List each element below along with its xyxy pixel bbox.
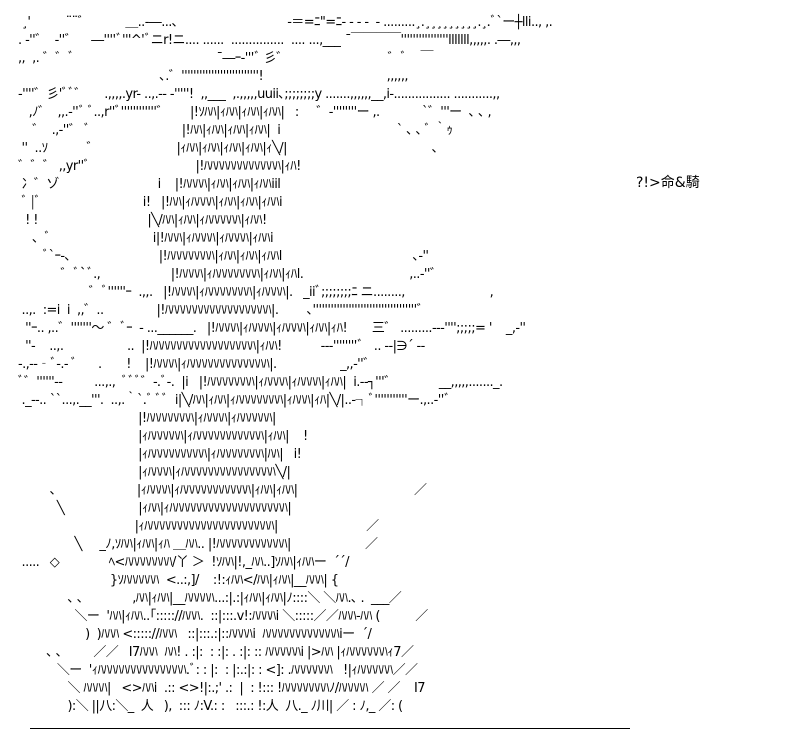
ascii-art-line: ＼ー 'ｨﾊﾊﾊﾊﾊﾊﾊﾊﾊﾊﾊﾊﾊﾊﾊ.ﾞ: : |: : |:.:|: : …	[18, 663, 418, 678]
ascii-art-line: |ｨﾊﾊﾊﾊﾊﾊﾊﾊﾊﾊﾊﾊﾊﾊﾊﾊﾊﾊﾊﾊﾊﾊ| ／	[18, 519, 380, 534]
ascii-art-line: ﾞ`ｰ-､ |!ﾊﾊﾊﾊﾊﾊﾊﾊ|ｨﾊﾊ|ｨﾊﾊ|ｨﾊﾊl ､-''	[18, 249, 429, 264]
ascii-art-line: ､ ﾞ i|!ﾊﾊﾊ|ｨﾊﾊﾊﾊ|ｨﾊﾊﾊﾊ|ｨﾊﾊi	[18, 231, 273, 246]
ascii-art-line: ╲ |ｨﾊﾊ|ｨﾊﾊﾊﾊﾊﾊﾊﾊﾊﾊﾊﾊﾊﾊﾊﾊﾊﾊﾊﾊ|	[18, 501, 292, 516]
art-caption-text: ?!>命&騎	[636, 175, 700, 191]
ascii-art-line: |ｨﾊﾊﾊﾊﾊﾊﾊﾊﾊﾊ|ｨﾊﾊﾊﾊﾊﾊﾊﾊ|ﾊﾊ| i!	[18, 447, 302, 462]
ascii-art-line: ''- ..,. .. |!ﾊﾊﾊﾊﾊﾊﾊﾊﾊﾊﾊﾊﾊﾊﾊﾊﾊﾊ|ｨﾊﾊ! --…	[18, 339, 425, 354]
ascii-art-line: ､ ､ ／／ I7ﾊﾊﾊ ﾊﾊ! . :|: : :|: . :|: :: ﾊﾊ…	[18, 645, 414, 660]
ascii-art-line: ! ! |╲/ﾊﾊ|ｨﾊﾊ|ｨﾊﾊﾊﾊﾊﾊ|ｨﾊﾊ!	[18, 213, 267, 228]
ascii-art-line: |ｨﾊﾊﾊﾊﾊﾊ|ｨﾊﾊﾊﾊﾊﾊﾊﾊﾊﾊﾊﾊ|ｨﾊﾊ| !	[18, 429, 308, 444]
ascii-art-line: -''''゛彡'ﾞﾞ゛ .,,,,.yr- ..,.-- ‐'''''! ,,_…	[18, 87, 500, 102]
ascii-art-line: ﾞ |ﾞ i! |!ﾊﾊ|ｨﾊﾊﾊﾊ|ｨﾊﾊ|ｨﾊﾊ|ｨﾊﾊi	[18, 195, 283, 210]
ascii-art-line: |!ﾊﾊﾊﾊﾊﾊﾊﾊ|ｨﾊﾊﾊﾊ|ｨﾊﾊﾊﾊﾊﾊ|	[18, 411, 276, 426]
ascii-art-line: ,ﾉ゛ ,,.-''ﾞ ﾞ..,r''ﾞ''''''''''''゛ |!ｿﾊﾊ|…	[18, 105, 492, 120]
ascii-art-line: ゛ .,-''゛ ﾞ |!ﾊﾊ|ｨﾊﾊ|ｨﾊﾊ|ｨﾊﾊ| i ` ､ ､ ﾞ ｀…	[18, 123, 453, 138]
ascii-art-line: ゛゛゛ ,,yr''ﾞ |!ﾊﾊﾊﾊﾊﾊﾊﾊﾊﾊﾊﾊﾊ|ｨﾊ!	[18, 159, 301, 174]
ascii-art-line: ゛ﾞ''''''ｰ .,,. |!ﾊﾊﾊﾊ|ｨﾊﾊﾊﾊﾊﾊﾊﾊ|ｨﾊﾊﾊﾊ|. …	[18, 285, 494, 300]
ascii-art-line: -.,--‐ﾞ-.- ﾞ . ! |!ﾊﾊﾊﾊ|ｨﾊﾊﾊﾊﾊﾊﾊﾊﾊﾊﾊﾊﾊﾊ|…	[18, 357, 376, 372]
ascii-art-line: ):＼ ||八:＼_ 人 ), ::: ﾉ:V.: : :::.: !:人 八.…	[18, 699, 403, 714]
ascii-art-line: 冫゛ゾ i |!ﾊﾊﾊﾊ|ｨﾊﾊ|ｨﾊﾊ|ｨﾊﾊiil	[18, 177, 281, 192]
ascii-art-line: ､.゛''''''''''''''''''''''''''! ,,,,,,	[18, 69, 408, 84]
ascii-art-line: ''ｰ.. ,..゛'''''''～ ゛ﾞｰ ‐ ...______. |!ﾊﾊ…	[18, 321, 526, 336]
ascii-art-line: ゛ﾞ`ﾞ., |!ﾊﾊﾊﾊ|ｨﾊﾊﾊﾊﾊﾊﾊﾊ|ｨﾊﾊ|ｨﾊl. ,..-''゛	[18, 267, 443, 282]
ascii-art-line: ､ |ｨﾊﾊﾊﾊ|ｨﾊﾊﾊﾊﾊﾊﾊﾊﾊﾊﾊﾊ|ｨﾊﾊ|ｨﾊﾊ| ／	[18, 483, 427, 498]
ascii-art-line: ..... ◇ ﾍ<ﾊﾊﾊﾊﾊﾊﾊﾊ/丫 ＞ !ｿﾊﾊ|!,_ﾊﾊ..]ｿﾊﾊ|…	[18, 555, 350, 570]
ascii-art-line: }ｿﾊﾊﾊﾊﾊﾊ <..:,]/ :!:ｨﾊﾊ</ﾊﾊ|ｨﾊﾊ|__ﾊﾊﾊ| {	[18, 573, 339, 588]
ground-line	[30, 728, 630, 729]
ascii-art-line: ﾞ゛''''''-- ...,., ﾞﾞﾞ゛-.ﾞ-. |i |!ﾊﾊﾊﾊﾊﾊﾊ…	[18, 375, 503, 390]
ascii-art-line: |ｨﾊﾊﾊﾊ|ｨﾊﾊﾊﾊﾊﾊﾊﾊﾊﾊﾊﾊﾊﾊﾊﾊ╲/|	[18, 465, 291, 480]
ascii-art-line: . -''゛ ‐''゛ ―''''ﾞ'''^'ﾞニr!ニ.... ...... …	[18, 33, 521, 48]
ascii-art-tower-explosion: ¸' ¨¨゛ ＿..-―...､ -＝=ﾆ"=ﾆ- - - - - ......…	[18, 14, 553, 716]
ascii-art-line: '' ..ｿ ゛ |ｨﾊﾊ|ｨﾊﾊ|ｨﾊﾊ|ｨﾊﾊ|ｨ╲/| ､	[18, 141, 439, 156]
ascii-art-line: ＼ ﾊﾊﾊﾊ| <>ﾊﾊi .:: <>!|:.;' .: | : !::: !…	[18, 681, 425, 696]
ascii-art-line: ╲ _ﾉ,ｿﾊﾊ|ｨﾊﾊ|ｨﾊ ＿ﾊﾊ.. |!ﾊﾊﾊﾊﾊﾊﾊﾊﾊﾊﾊﾊ| ／	[18, 537, 378, 552]
ascii-art-line: ､ ､ ,ﾊﾊ|ｨﾊﾊ|__ﾊﾊﾊﾊﾊ...:|.:|ｨﾊﾊ|ｨﾊﾊ|ﾉ::::…	[18, 591, 402, 606]
ascii-art-line: ._--.. ``...,.__'''. ..,.｀`.ﾞ ﾞﾞ i|╲/ﾊﾊ|…	[18, 393, 451, 408]
ascii-art-line: ..,. :=i i ,,゛.. |!ﾊﾊﾊﾊﾊﾊﾊﾊﾊﾊﾊﾊﾊﾊﾊﾊﾊﾊ|. …	[18, 303, 430, 318]
ascii-art-line: ,, ,. ゛゛ﾞ ̄―ｰ‐'''ﾞ 彡゛ ゛ﾞ ￣	[18, 51, 434, 66]
ascii-art-line: ¸' ¨¨゛ ＿..-―...､ -＝=ﾆ"=ﾆ- - - - - ......…	[18, 15, 553, 30]
ascii-art-line: ＼ー 'ﾊﾊ|ｨﾊﾊ..｢::::://ﾊﾊﾊ. ::|:::.v!:ﾊﾊﾊﾊi…	[18, 609, 429, 624]
ascii-art-line: ) )ﾊﾊﾊ <::::://ﾊﾊﾊ ::|:::.:|::ﾊﾊﾊﾊi ﾊﾊﾊﾊ…	[18, 627, 372, 642]
